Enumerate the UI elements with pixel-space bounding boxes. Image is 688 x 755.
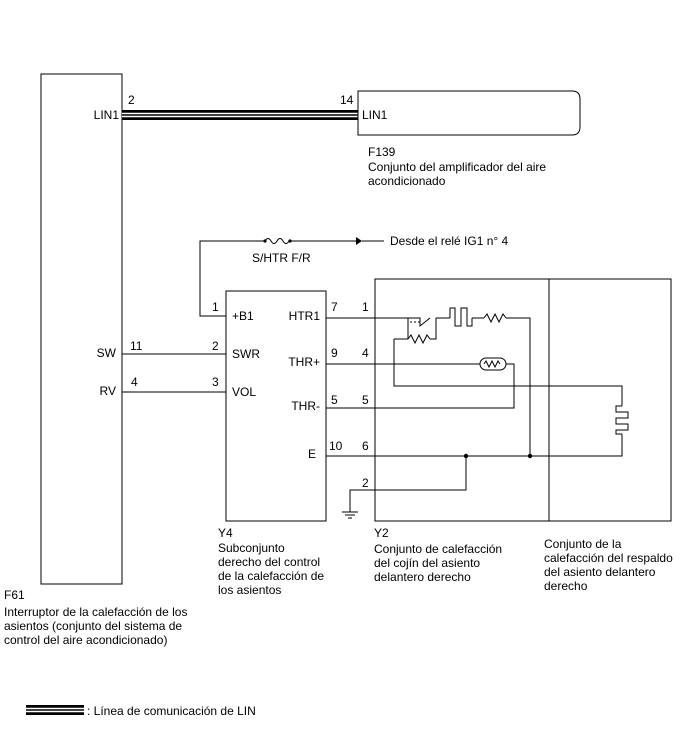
f61-pin-label-lin1: LIN1 bbox=[94, 108, 120, 122]
f61-box bbox=[40, 73, 123, 585]
fuse-terminal bbox=[263, 239, 267, 243]
fuse-terminal bbox=[288, 239, 292, 243]
y4-pin-num-5: 5 bbox=[331, 393, 338, 407]
f61-pin-label-sw: SW bbox=[97, 346, 117, 360]
wire-ground-pin2 bbox=[349, 456, 467, 512]
y4-pin-label-b1: +B1 bbox=[232, 309, 254, 323]
heating-element-icon bbox=[449, 307, 473, 327]
lin-communication-line bbox=[122, 110, 358, 120]
y4-desc-line: Subconjunto bbox=[218, 541, 285, 555]
y4-desc-line: derecho del control bbox=[218, 555, 320, 569]
y2-pin-num-4: 4 bbox=[362, 346, 369, 360]
y4-pin-num-3: 3 bbox=[212, 375, 219, 389]
junction-dot bbox=[463, 453, 469, 459]
legend-lin-line-icon bbox=[26, 705, 84, 715]
y4-box bbox=[225, 290, 327, 522]
f139-desc-line: Conjunto del amplificador del aire bbox=[368, 160, 546, 174]
y4-pin-label-thr-plus: THR+ bbox=[288, 355, 320, 369]
backrest-heating-element-icon bbox=[615, 405, 629, 435]
y2-pin-num-2: 2 bbox=[362, 476, 369, 490]
source-label: Desde el relé IG1 n° 4 bbox=[390, 234, 509, 248]
ground-icon bbox=[342, 511, 358, 519]
wire-ground-e bbox=[326, 434, 623, 457]
y4-pin-label-e: E bbox=[308, 447, 316, 461]
y4-pin-label-htr1: HTR1 bbox=[289, 309, 321, 323]
f61-code: F61 bbox=[4, 588, 25, 602]
y4-pin-num-2: 2 bbox=[212, 339, 219, 353]
f139-pin-label-lin1: LIN1 bbox=[362, 108, 388, 122]
thermostat-icon bbox=[407, 317, 431, 328]
backrest-desc-line: derecho bbox=[544, 579, 588, 593]
f61-desc-line: asientos (conjunto del sistema de bbox=[4, 619, 182, 633]
f139-pin-num-14: 14 bbox=[340, 93, 354, 107]
thermistor-icon bbox=[479, 357, 507, 371]
y4-pin-label-thr-minus: THR- bbox=[291, 399, 320, 413]
fuse-symbol bbox=[264, 238, 290, 244]
y4-pin-label-swr: SWR bbox=[232, 347, 260, 361]
y2-desc-line: Conjunto de calefacción bbox=[374, 542, 502, 556]
y4-pin-num-10: 10 bbox=[329, 439, 343, 453]
y4-pin-num-7: 7 bbox=[331, 300, 338, 314]
f61-pin-num-11: 11 bbox=[130, 339, 143, 353]
f61-desc-line: Interruptor de la calefacción de los bbox=[4, 605, 187, 619]
backrest-heater-box bbox=[548, 278, 672, 522]
y4-pin-num-9: 9 bbox=[331, 346, 338, 360]
f139-desc-line: acondicionado bbox=[368, 174, 446, 188]
y2-pin-num-6: 6 bbox=[362, 439, 369, 453]
y4-code: Y4 bbox=[218, 526, 233, 540]
y4-pin-num-1: 1 bbox=[212, 300, 219, 314]
arrow-icon bbox=[356, 237, 362, 245]
legend-label: : Línea de comunicación de LIN bbox=[87, 704, 256, 718]
f139-box bbox=[357, 90, 581, 136]
f61-pin-num-4: 4 bbox=[131, 375, 138, 389]
y2-desc-line: del cojín del asiento bbox=[374, 556, 480, 570]
backrest-desc-line: Conjunto de la bbox=[544, 537, 622, 551]
resistor-icon bbox=[407, 333, 431, 345]
heater-wire bbox=[506, 317, 531, 456]
resistor-icon bbox=[483, 312, 507, 324]
fuse-label: S/HTR F/R bbox=[252, 251, 311, 265]
f61-desc-line: control del aire acondicionado) bbox=[4, 633, 167, 647]
y2-pin-num-1: 1 bbox=[362, 300, 369, 314]
y4-pin-label-vol: VOL bbox=[232, 385, 256, 399]
power-feed-wire bbox=[199, 240, 265, 317]
f139-code: F139 bbox=[368, 145, 396, 159]
y2-desc-line: delantero derecho bbox=[374, 570, 471, 584]
y4-desc-line: los asientos bbox=[218, 583, 281, 597]
y2-pin-num-5: 5 bbox=[362, 393, 369, 407]
y4-desc-line: de la calefacción de bbox=[218, 569, 324, 583]
f61-pin-label-rv: RV bbox=[100, 384, 116, 398]
wire-backrest-feed bbox=[393, 339, 623, 406]
backrest-desc-line: calefacción del respaldo bbox=[544, 551, 673, 565]
f61-pin-num-2: 2 bbox=[128, 93, 135, 107]
y2-code: Y2 bbox=[374, 526, 389, 540]
y2-box bbox=[374, 278, 550, 522]
backrest-desc-line: del asiento delantero bbox=[544, 565, 656, 579]
heater-wire bbox=[430, 318, 437, 340]
